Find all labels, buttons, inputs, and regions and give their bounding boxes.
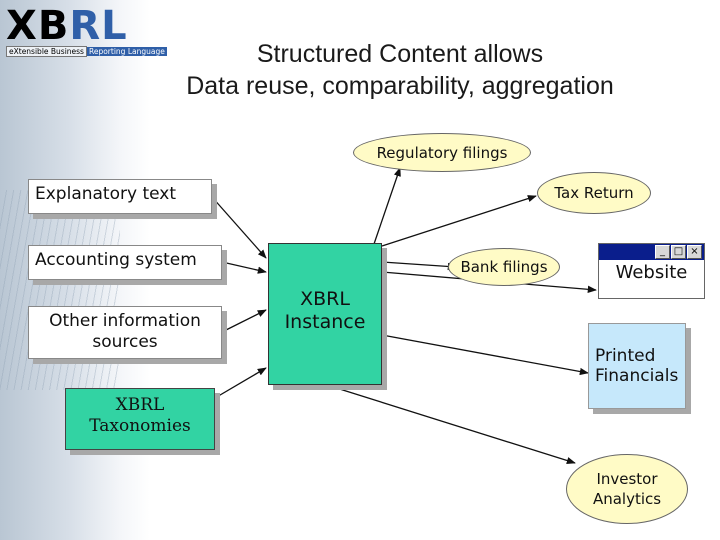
arrow-taxonomies-to-instance	[214, 367, 267, 399]
taxonomies-line-1: XBRL	[115, 395, 165, 415]
accounting-system-label: Accounting system	[35, 250, 197, 270]
arrow-instance-to-tax	[381, 195, 537, 247]
logo-tagline-left: eXtensible Business	[6, 46, 87, 57]
close-icon: ×	[687, 245, 702, 259]
bank-filings-ellipse: Bank filings	[448, 248, 560, 286]
website-window: _ □ × Website	[598, 243, 705, 299]
arrow-accounting-to-instance	[221, 261, 267, 274]
arrow-explanatory-to-instance	[211, 196, 267, 259]
slide-title: Structured Content allows Data reuse, co…	[100, 38, 700, 102]
logo-tagline-right: Reporting Language	[86, 47, 167, 56]
logo-letters-rl: RL	[69, 3, 128, 49]
explanatory-text-label: Explanatory text	[35, 184, 176, 204]
regulatory-filings-label: Regulatory filings	[376, 143, 508, 162]
arrow-instance-to-regulatory	[373, 167, 401, 245]
title-line-1: Structured Content allows	[256, 40, 544, 68]
logo-letter-x: X	[6, 3, 38, 49]
other-sources-line-1: Other information	[49, 311, 201, 331]
logo-wordmark: XBRL	[6, 6, 128, 46]
arrow-other-to-instance	[221, 309, 267, 333]
printed-financials-box: Printed Financials	[588, 323, 686, 409]
arrow-instance-to-printed	[381, 334, 589, 376]
taxonomies-line-2: Taxonomies	[89, 416, 191, 436]
minimize-icon: _	[655, 245, 670, 259]
tax-return-ellipse: Tax Return	[537, 172, 651, 214]
investor-analytics-ellipse: Investor Analytics	[566, 454, 688, 524]
other-sources-line-2: sources	[92, 332, 158, 352]
title-line-2: Data reuse, comparability, aggregation	[186, 72, 614, 100]
maximize-icon: □	[671, 245, 686, 259]
printed-line-2: Financials	[595, 366, 679, 386]
other-sources-box: Other information sources	[28, 306, 222, 359]
arrow-instance-to-investor	[329, 385, 576, 465]
instance-label: XBRL Instance	[269, 288, 381, 334]
explanatory-text-box: Explanatory text	[28, 179, 212, 214]
window-controls: _ □ ×	[655, 245, 702, 259]
logo-letter-b: B	[37, 3, 70, 49]
regulatory-filings-ellipse: Regulatory filings	[353, 133, 531, 172]
investor-line-2: Analytics	[592, 490, 662, 508]
website-label: Website	[615, 262, 688, 283]
instance-line-1: XBRL	[300, 288, 350, 310]
instance-line-2: Instance	[284, 311, 366, 333]
arrow-instance-to-bank	[381, 261, 457, 271]
tax-return-label: Tax Return	[554, 184, 634, 202]
xbrl-taxonomies-box: XBRL Taxonomies	[65, 388, 215, 450]
investor-line-1: Investor	[596, 470, 658, 488]
xbrl-instance-box: XBRL Instance	[268, 243, 382, 385]
window-titlebar: _ □ ×	[599, 244, 704, 260]
printed-line-1: Printed	[595, 346, 656, 366]
bank-filings-label: Bank filings	[460, 258, 548, 276]
accounting-system-box: Accounting system	[28, 245, 222, 280]
